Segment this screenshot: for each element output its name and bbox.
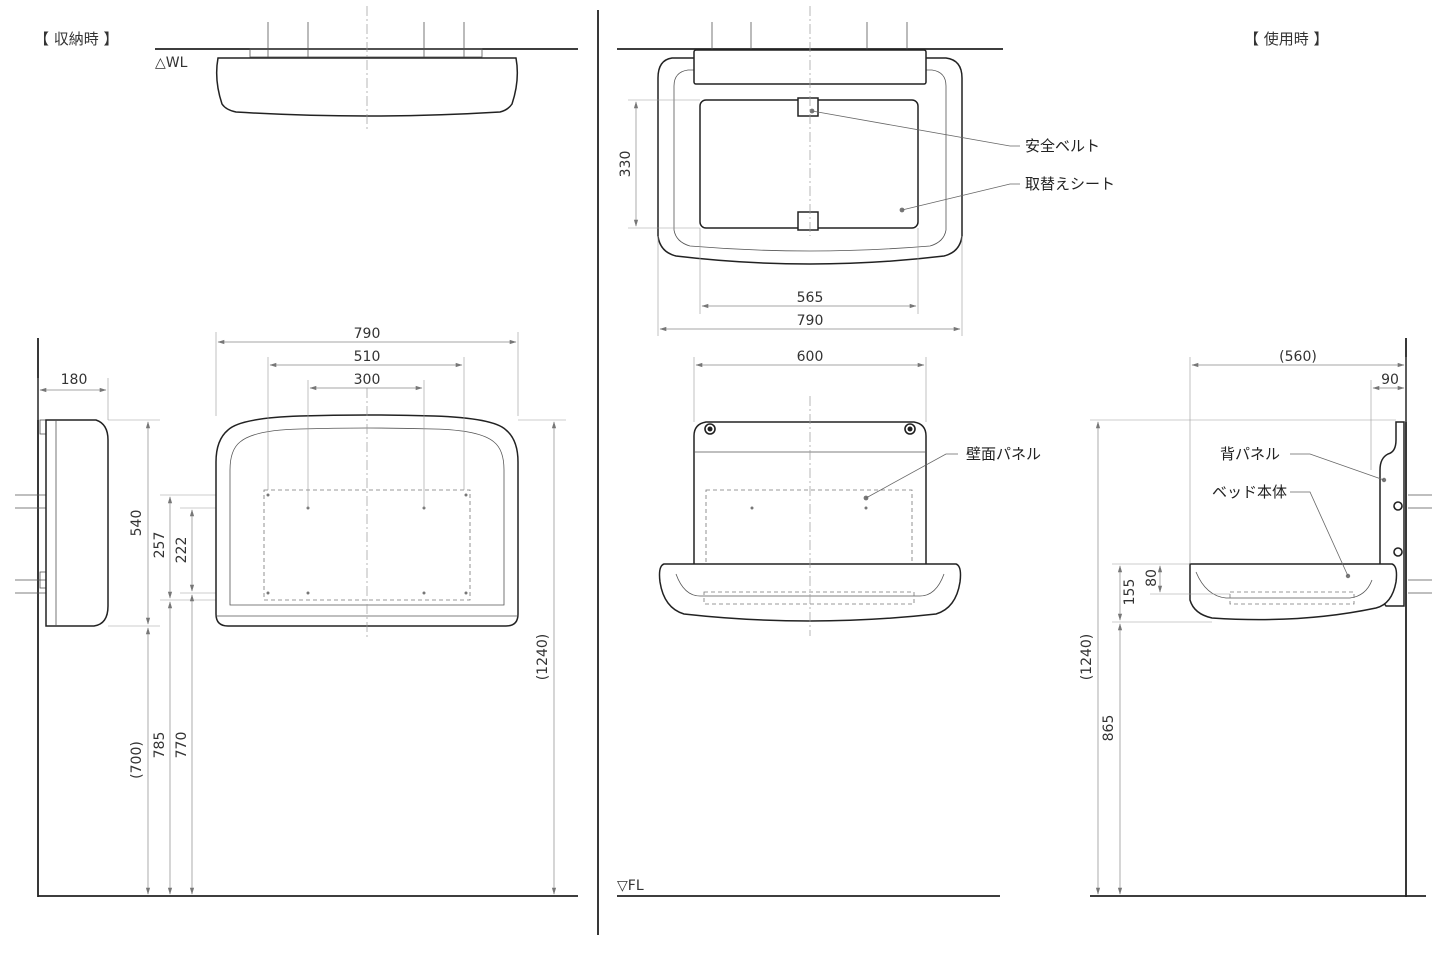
back-panel-body bbox=[1379, 421, 1405, 607]
dim-stored-mount-span: 257 bbox=[152, 532, 168, 559]
dim-use-plan-width: 790 bbox=[797, 313, 824, 329]
label-wall-panel: 壁面パネル bbox=[966, 445, 1041, 463]
dim-stored-height: 540 bbox=[129, 510, 145, 537]
label-back-panel: 背パネル bbox=[1220, 445, 1280, 463]
stored-front-view: 790 510 300 (1240) bbox=[215, 326, 566, 895]
in-use-plan-view: 330 565 790 安全ベルト 取替えシート bbox=[617, 6, 1115, 336]
floor-line-label: ▽FL bbox=[617, 878, 644, 894]
side-bed-pad bbox=[1229, 591, 1355, 605]
stored-side-view: 180 540 (700) 257 785 222 770 bbox=[15, 338, 578, 897]
dim-stored-top-from-floor: (1240) bbox=[535, 634, 551, 681]
label-replacement-sheet: 取替えシート bbox=[1025, 175, 1115, 193]
dim-stored-front-width: 790 bbox=[354, 326, 381, 342]
in-use-mount-area bbox=[705, 489, 913, 601]
dim-use-plan-depth: 330 bbox=[618, 151, 634, 178]
dim-stored-mount-inner: 300 bbox=[354, 372, 381, 388]
dim-use-side-projection: (560) bbox=[1279, 349, 1317, 365]
plan-belt-bottom bbox=[797, 211, 819, 231]
dim-stored-side-depth: 180 bbox=[61, 372, 88, 388]
dim-stored-bottom-from-floor: (700) bbox=[129, 741, 145, 779]
dim-stored-mount-outer: 510 bbox=[354, 349, 381, 365]
plan-replacement-sheet bbox=[699, 99, 919, 229]
label-bed-body: ベッド本体 bbox=[1212, 483, 1287, 501]
in-use-front-view: ▽FL 600 壁面パネル bbox=[617, 349, 1041, 897]
stored-title: 【 収納時 】 bbox=[34, 30, 119, 48]
dim-stored-lower-mount: 785 bbox=[152, 732, 168, 759]
dim-use-side-bed-height: 155 bbox=[1122, 579, 1138, 606]
label-safety-belt: 安全ベルト bbox=[1025, 137, 1100, 155]
dim-use-front-panel-width: 600 bbox=[797, 349, 824, 365]
dim-use-side-tray-depth: 80 bbox=[1144, 569, 1160, 587]
dim-use-side-back-depth: 90 bbox=[1381, 372, 1399, 388]
dim-use-plan-sheet-width: 565 bbox=[797, 290, 824, 306]
dim-stored-mount-pitch: 222 bbox=[174, 537, 190, 564]
stored-top-view: △WL bbox=[155, 6, 578, 130]
in-use-front-tray-pad bbox=[703, 591, 915, 605]
stored-side-body bbox=[45, 419, 109, 627]
in-use-side-view: (560) 90 (1240) 155 80 865 背パネル ベッド本体 bbox=[1079, 338, 1432, 897]
dim-use-side-top-from-floor: (1240) bbox=[1079, 634, 1095, 681]
wall-line-label: △WL bbox=[155, 55, 188, 71]
in-use-front-tray bbox=[658, 563, 962, 622]
plan-belt-top bbox=[797, 97, 819, 117]
dim-stored-upper-mount: 770 bbox=[174, 732, 190, 759]
stored-mount-area bbox=[263, 489, 471, 601]
dim-use-side-bed-from-floor: 865 bbox=[1101, 715, 1117, 742]
in-use-title: 【 使用時 】 bbox=[1244, 30, 1329, 48]
